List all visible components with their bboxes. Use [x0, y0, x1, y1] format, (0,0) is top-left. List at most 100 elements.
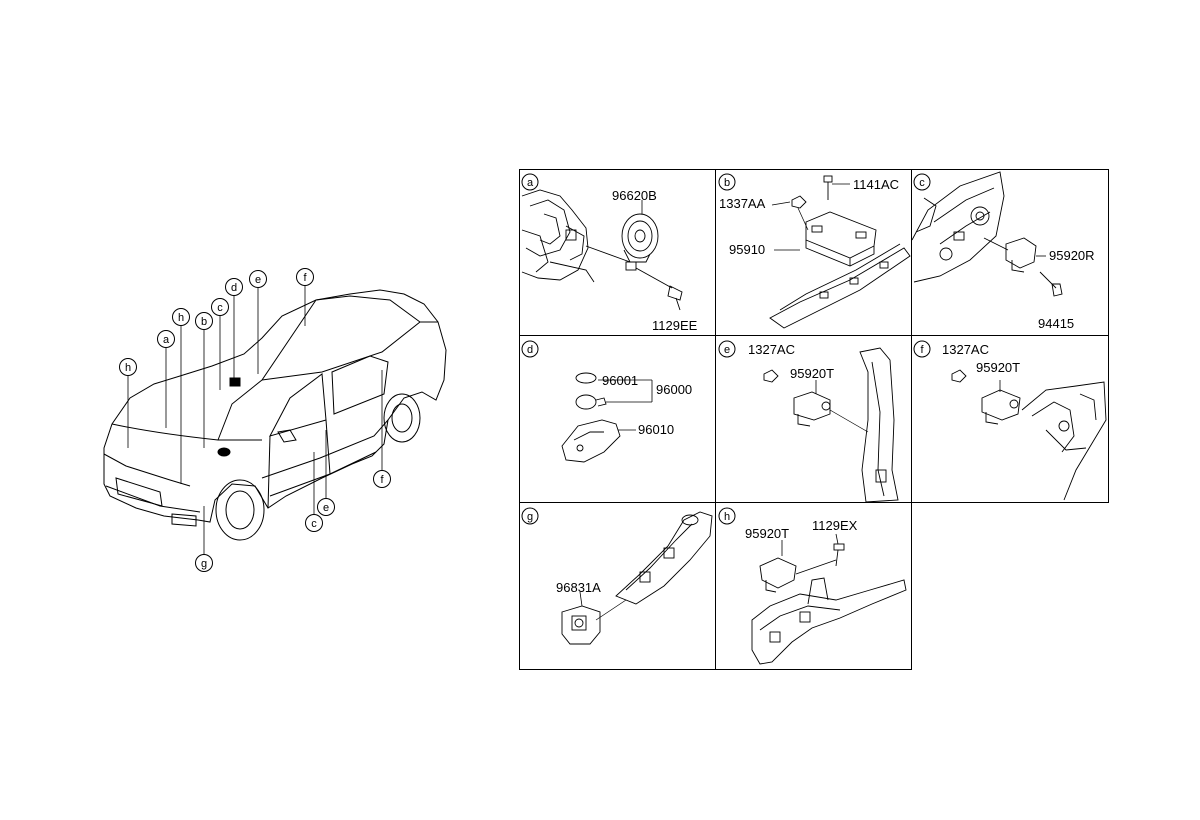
callout-letter: f: [303, 272, 307, 284]
callout-letter: c: [311, 518, 317, 530]
panel-letter: b: [724, 177, 730, 189]
part-number-label: 96000: [656, 382, 692, 397]
overview-callout: d: [225, 278, 243, 296]
overview-leaders: [127, 286, 383, 554]
side-impact-sensor-icon: [983, 237, 1037, 273]
front-end-module-drawing: [751, 577, 907, 665]
car-front-wheel: [215, 479, 265, 541]
bolt-icon: [795, 543, 845, 575]
callout-letter: f: [380, 474, 384, 486]
screw-icon: [823, 175, 833, 200]
part-number-label: 96620B: [612, 188, 657, 203]
car-rear-window-side: [331, 355, 389, 415]
callout-letter: a: [163, 334, 170, 346]
car-windshield: [217, 299, 317, 441]
panel-letter: e: [724, 344, 730, 356]
nut-icon: [763, 369, 779, 383]
car-front-wheel-rim: [225, 490, 255, 530]
car-body-outline: [103, 289, 447, 523]
part-number-label: 1337AA: [719, 196, 766, 211]
car-overview: [103, 289, 447, 541]
panel-f: f 1327AC 95920T: [913, 340, 1107, 501]
overview-callout: h: [172, 308, 190, 326]
rain-sensor-icon: [575, 394, 607, 410]
panel-letter: c: [919, 177, 925, 189]
panel-e: e 1327AC 95920T: [718, 340, 899, 503]
airbag-control-module-icon: [805, 211, 877, 267]
part-number-label: 1327AC: [942, 342, 989, 357]
overview-callout: h: [119, 358, 137, 376]
bolt-icon: [635, 267, 683, 311]
side-impact-sensor-icon: [981, 389, 1021, 425]
sensor-cap-icon: [575, 372, 597, 384]
car-bumper-line: [105, 485, 201, 513]
panel-a-bracket-drawing: [521, 189, 631, 283]
part-number-label: 95920T: [745, 526, 789, 541]
car-rear-window: [315, 295, 421, 323]
overview-callout: b: [195, 312, 213, 330]
part-number-label: 94415: [1038, 316, 1074, 331]
overview-callout: c: [305, 514, 323, 532]
callout-letter: e: [255, 274, 261, 286]
horn-icon: [621, 213, 659, 271]
car-headlight: [103, 453, 191, 487]
car-side-line: [261, 419, 389, 479]
panel-g: g 96831A: [521, 507, 713, 645]
panel-letter: g: [527, 511, 533, 523]
car-sensor-marker-d: [229, 377, 241, 387]
overview-callout: f: [296, 268, 314, 286]
overview-callout: a: [157, 330, 175, 348]
b-pillar-drawing: [859, 347, 899, 503]
callout-letter: h: [178, 312, 184, 324]
callout-letter: h: [125, 362, 131, 374]
panel-d: d 96001 96000 96010: [521, 340, 692, 463]
car-mirror: [277, 429, 297, 443]
overview-callouts: a b c d e f g h h c e f: [119, 268, 391, 572]
panel-a: a 96620B 1129EE: [521, 173, 698, 333]
part-number-label: 95920R: [1049, 248, 1095, 263]
panel-b: b 1337AA 1141AC 95910: [718, 173, 911, 329]
part-number-label: 96001: [602, 373, 638, 388]
car-sill-line: [269, 451, 377, 497]
panel-h: h 95920T 1129EX: [718, 507, 907, 665]
panel-letter: f: [920, 344, 924, 356]
part-number-label: 96010: [638, 422, 674, 437]
screw-icon: [1039, 271, 1063, 297]
panel-letter: h: [724, 511, 730, 523]
part-number-label: 96831A: [556, 580, 601, 595]
floor-bracket-drawing: [769, 243, 911, 329]
part-number-label: 1129EX: [812, 518, 858, 533]
overview-callout: g: [195, 554, 213, 572]
part-number-label: 1327AC: [748, 342, 795, 357]
part-number-label: 1129EE: [652, 318, 698, 333]
sensor-bracket-icon: [561, 419, 621, 463]
panel-letter: a: [527, 177, 534, 189]
side-impact-sensor-icon: [793, 391, 831, 427]
part-number-label: 95920T: [976, 360, 1020, 375]
overview-callout: e: [249, 270, 267, 288]
car-rear-wheel-rim: [391, 403, 413, 433]
door-inner-panel-drawing: [911, 171, 1005, 283]
part-number-label: 95920T: [790, 366, 834, 381]
callout-letter: b: [201, 316, 207, 328]
car-front-window: [269, 373, 327, 437]
detail-grid: [519, 169, 1109, 670]
front-impact-sensor-icon: [561, 605, 601, 645]
part-number-label: 95910: [729, 242, 765, 257]
car-front-door-edge: [267, 435, 271, 509]
panel-c: c 95920R 94415: [911, 171, 1095, 331]
car-rear-wheel: [383, 393, 421, 443]
car-door-split: [325, 419, 331, 475]
car-horn-marker: [217, 447, 231, 457]
nut-icon: [951, 369, 967, 383]
car-foglight: [171, 513, 197, 527]
car-hood-line: [111, 423, 262, 441]
callout-letter: g: [201, 558, 207, 570]
nut-icon: [791, 195, 807, 209]
car-roof-line: [261, 321, 438, 381]
front-side-member-drawing: [615, 511, 713, 605]
callout-letter: e: [323, 502, 329, 514]
overview-callout: c: [211, 298, 229, 316]
front-impact-sensor-icon: [759, 557, 797, 593]
